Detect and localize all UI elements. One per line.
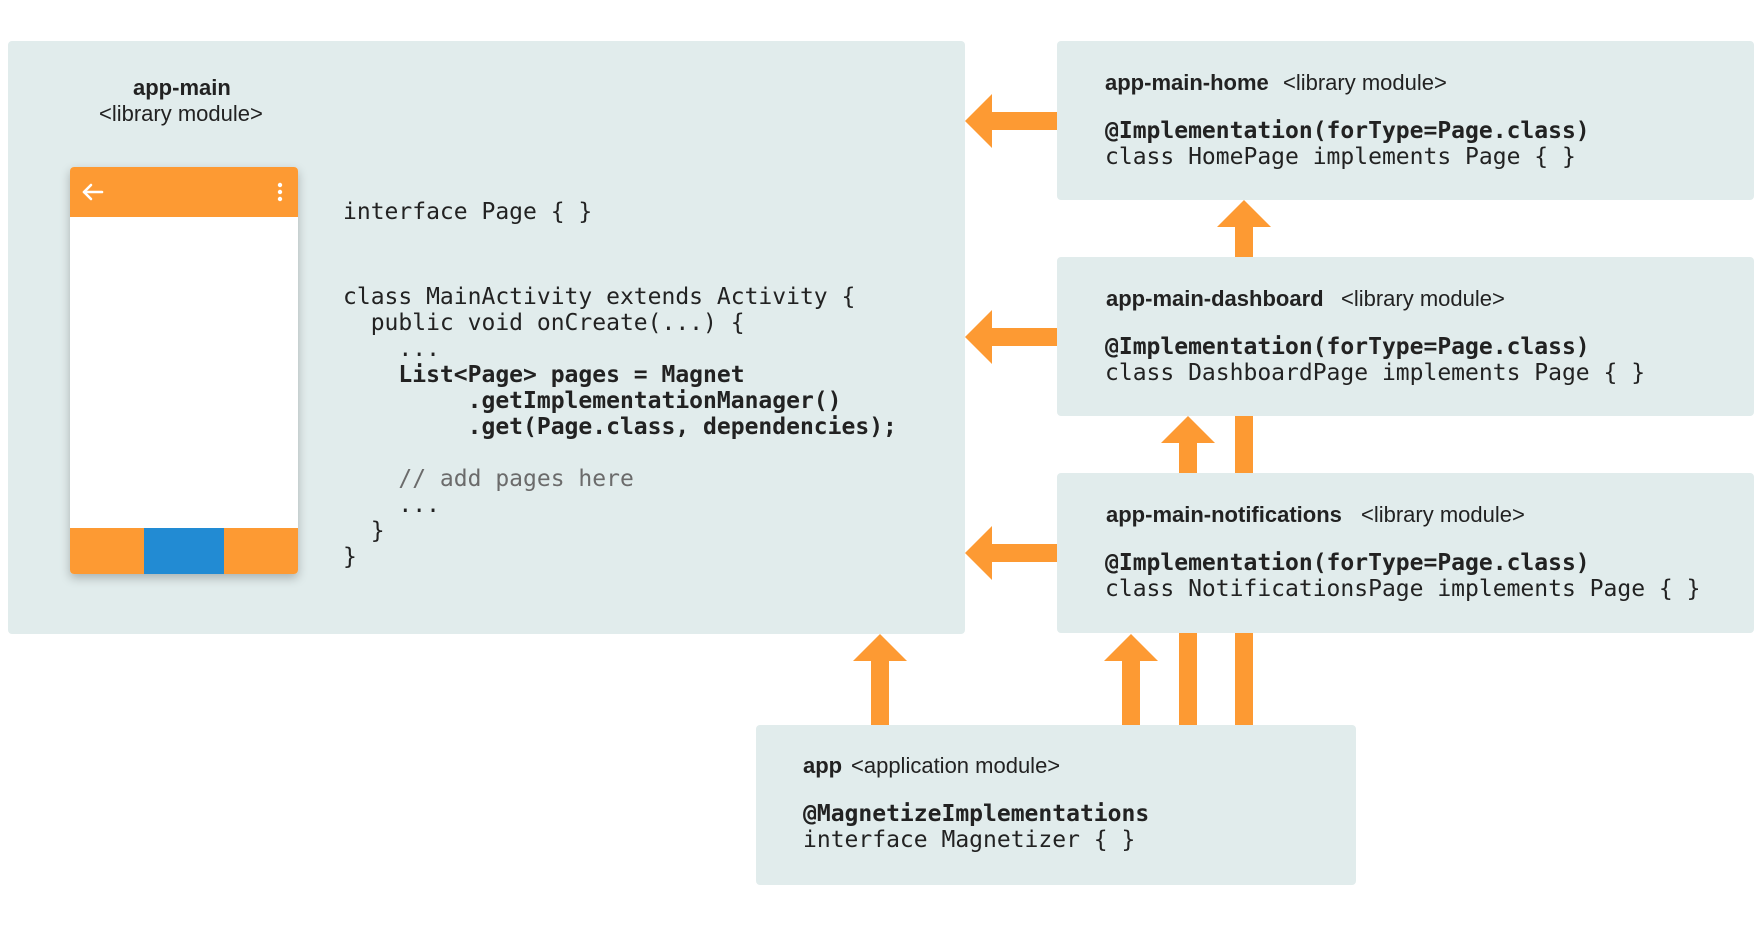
line-app-to-home (1235, 633, 1253, 725)
home-module-type: <library module> (1283, 70, 1447, 95)
app-main-magnet-call-3: .get(Page.class, dependencies); (343, 414, 897, 440)
home-module-box (1057, 41, 1754, 200)
app-main-close-method: } (343, 518, 385, 544)
arrow-app-to-app-main (853, 634, 907, 725)
dashboard-module-box (1057, 257, 1754, 416)
dashboard-annotation: @Implementation(forType=Page.class) (1105, 334, 1590, 360)
line-home-through-dashboard (1235, 416, 1253, 473)
app-main-module-name: app-main (133, 75, 231, 100)
arrow-to-dashboard-up (1161, 416, 1215, 473)
app-annotation: @MagnetizeImplementations (803, 801, 1150, 827)
app-main-method-line: public void onCreate(...) { (343, 310, 745, 336)
notifications-module-name: app-main-notifications (1106, 502, 1342, 527)
phone-toolbar (70, 167, 298, 217)
dashboard-module-name: app-main-dashboard (1106, 286, 1324, 311)
notifications-module-box (1057, 473, 1754, 633)
dashboard-class-line: class DashboardPage implements Page { } (1105, 360, 1646, 386)
app-main-magnet-call-1: List<Page> pages = Magnet (343, 362, 745, 388)
phone-mockup (70, 167, 298, 574)
dashboard-module-type: <library module> (1341, 286, 1505, 311)
home-module-name: app-main-home (1105, 70, 1269, 95)
app-main-ellipsis-1: ... (343, 336, 440, 362)
notifications-module-type: <library module> (1361, 502, 1525, 527)
line-app-to-dashboard (1179, 633, 1197, 725)
app-module-name: app (803, 753, 843, 778)
home-annotation: @Implementation(forType=Page.class) (1105, 118, 1590, 144)
home-class-line: class HomePage implements Page { } (1105, 144, 1576, 170)
app-main-class-line: class MainActivity extends Activity { (343, 284, 856, 310)
phone-bottom-nav (70, 528, 298, 574)
phone-bottom-nav-active-tab (144, 528, 224, 574)
app-main-magnet-call-2: .getImplementationManager() (343, 388, 842, 414)
more-vert-icon (277, 182, 283, 202)
notifications-class-line: class NotificationsPage implements Page … (1105, 576, 1701, 602)
app-main-interface-line: interface Page { } (343, 199, 593, 225)
arrow-app-to-notifications (1104, 634, 1158, 725)
app-module-type: <application module> (851, 753, 1061, 778)
arrow-left-icon (82, 183, 104, 201)
arrow-dashboard-to-app-main (965, 310, 1057, 364)
arrow-to-home-up (1217, 200, 1271, 257)
app-main-module-type: <library module> (99, 101, 263, 126)
app-main-comment: // add pages here (343, 466, 634, 492)
arrow-home-to-app-main (965, 94, 1057, 148)
arrow-notifications-to-app-main (965, 526, 1057, 580)
app-module-box (756, 725, 1356, 885)
app-main-close-class: } (343, 544, 357, 570)
notifications-annotation: @Implementation(forType=Page.class) (1105, 550, 1590, 576)
app-main-ellipsis-2: ... (343, 492, 440, 518)
app-interface-line: interface Magnetizer { } (803, 827, 1136, 853)
